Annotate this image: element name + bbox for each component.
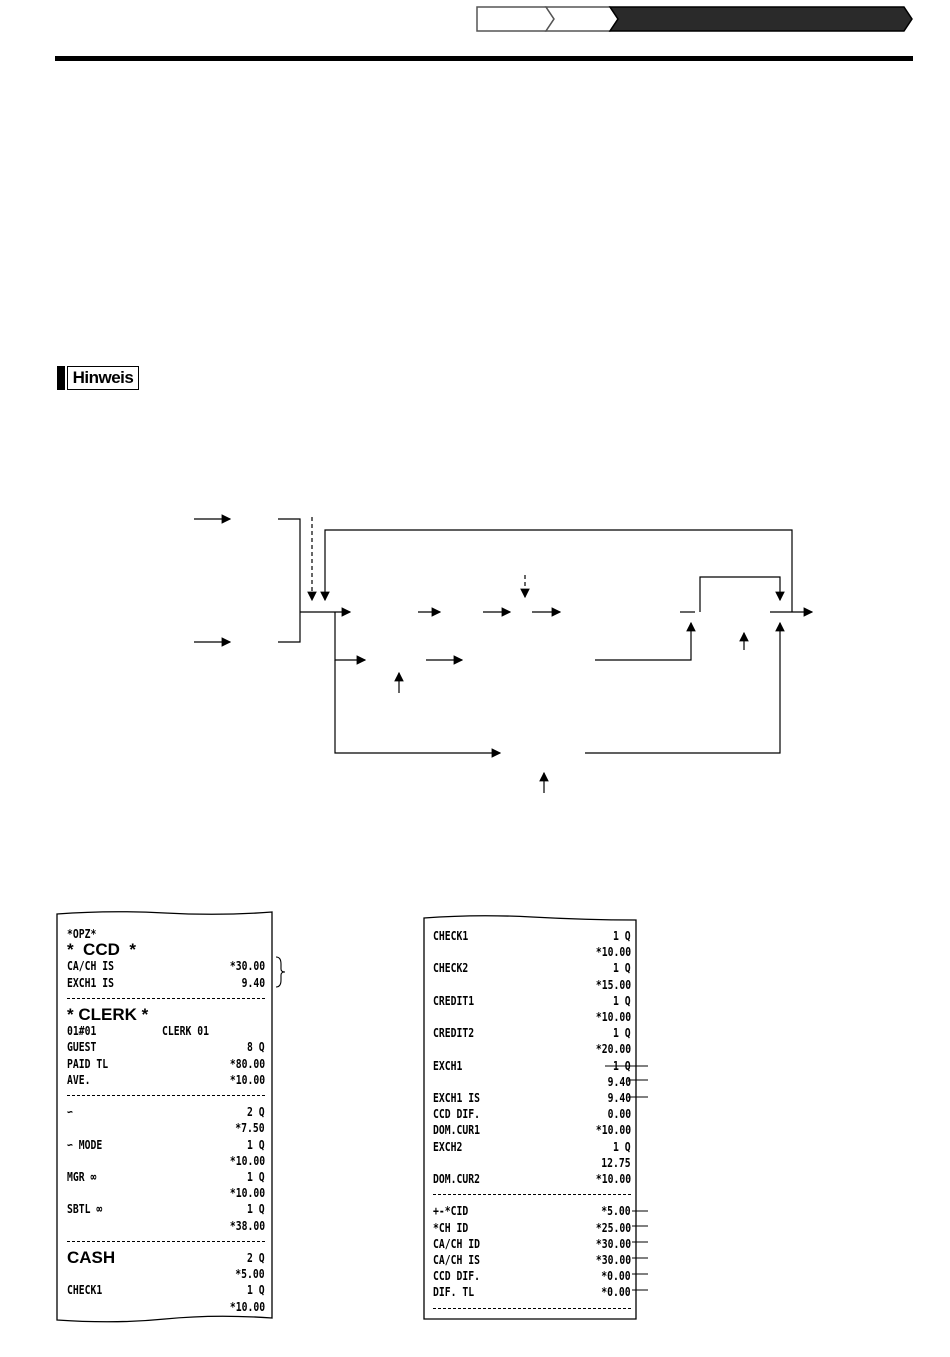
receipt-text: EXCH2 — [433, 1138, 463, 1154]
receipt-text: 9.40 — [607, 1090, 631, 1105]
receipt-text: ∽ MODE — [67, 1136, 103, 1152]
receipt-text: *7.50 — [235, 1120, 265, 1136]
receipt-text: DIF. TL — [433, 1284, 475, 1300]
receipt-text: PAID TL — [67, 1055, 109, 1071]
receipt-text: 1 Q — [613, 992, 631, 1008]
flow-diagram — [194, 514, 814, 793]
receipt-text: *38.00 — [229, 1217, 265, 1233]
receipt-text: 12.75 — [601, 1154, 631, 1170]
receipt-text: 0.00 — [607, 1106, 631, 1122]
receipt-text: 9.40 — [607, 1073, 631, 1089]
receipt-text: *10.00 — [595, 1009, 631, 1024]
receipt-text: CASH — [67, 1248, 116, 1267]
receipt-text: *10.00 — [229, 1185, 265, 1201]
receipt-text: CA/CH IS — [67, 958, 114, 974]
receipt-text: CCD DIF. — [433, 1268, 480, 1284]
top-rule — [55, 56, 913, 61]
callout-lines — [605, 1065, 648, 1291]
receipt-text: CREDIT2 — [433, 1025, 475, 1041]
receipt-text: 1 Q — [613, 960, 631, 976]
receipt-text: *10.00 — [229, 1298, 265, 1314]
receipt-text: GUEST — [67, 1039, 97, 1055]
receipt-text: *CH ID — [433, 1219, 469, 1235]
section-tab-strip — [476, 6, 913, 32]
receipt-text: *10.00 — [229, 1071, 265, 1087]
receipt-text: *OPZ* — [67, 926, 97, 941]
receipt-text: *10.00 — [229, 1152, 265, 1168]
receipt-text: 1 Q — [247, 1201, 265, 1217]
receipt-text: CHECK1 — [67, 1282, 103, 1298]
receipt-text: CA/CH ID — [433, 1235, 480, 1251]
receipt-paper-left — [56, 911, 273, 1323]
receipt-text: 1 Q — [247, 1136, 265, 1152]
receipt-text: DOM.CUR2 — [433, 1171, 480, 1186]
receipt-text: *0.00 — [601, 1284, 631, 1300]
receipt-text: 1 Q — [247, 1315, 265, 1318]
receipt-separator — [67, 1240, 265, 1242]
receipt-text: * CCD * — [67, 940, 136, 960]
receipt-text: +-*CID — [433, 1203, 469, 1219]
receipt-text: EXCH1 IS — [433, 1090, 480, 1105]
receipt-text: SBTL ∞ — [67, 1201, 103, 1217]
note-heading-bar — [57, 366, 65, 390]
receipt-text: *30.00 — [595, 1252, 631, 1267]
receipt-text: 1 Q — [613, 1138, 631, 1154]
receipt-text: *15.00 — [595, 976, 631, 992]
receipt-text: *10.00 — [595, 1171, 631, 1186]
note-label: Hinweis — [67, 366, 139, 390]
receipt-text: *20.00 — [595, 1041, 631, 1057]
receipt-text: *30.00 — [595, 1235, 631, 1251]
receipt-text: 1 Q — [613, 1025, 631, 1041]
receipt-text: CLERK 01 — [162, 1023, 209, 1039]
receipt-text: CHECK2 — [433, 960, 469, 976]
receipt-text: MGR ∞ — [67, 1169, 97, 1184]
receipt-paper-right — [423, 915, 637, 1320]
receipt-text: *10.00 — [595, 944, 631, 960]
receipt-text: CA/CH IS — [433, 1252, 480, 1267]
receipt-text: AVE. — [67, 1071, 91, 1087]
receipt-text: DOM.CUR1 — [433, 1122, 480, 1138]
receipt-text: *30.00 — [229, 958, 265, 974]
receipt-text: 8 Q — [247, 1039, 265, 1055]
receipt-text: 2 Q — [247, 1250, 265, 1265]
receipt-text: 1 Q — [247, 1282, 265, 1298]
note-heading: Hinweis — [57, 366, 139, 390]
receipt-separator — [67, 997, 265, 999]
receipt-text: 2 Q — [247, 1104, 265, 1120]
receipt-text: 1 Q — [613, 928, 631, 943]
receipt-text: *0.00 — [601, 1268, 631, 1284]
receipt-text: ∽ — [67, 1104, 73, 1120]
bracket — [275, 956, 286, 988]
receipt-text: CREDIT1 — [433, 992, 475, 1008]
receipt-text: CCD DIF. — [433, 1106, 480, 1122]
receipt-separator — [67, 1095, 265, 1096]
receipt-text: *25.00 — [595, 1219, 631, 1235]
receipt-text: * CLERK * — [67, 1005, 149, 1024]
receipt-separator — [433, 1307, 631, 1309]
receipt-text: *80.00 — [229, 1055, 265, 1071]
receipt-text: *10.00 — [595, 1122, 631, 1138]
receipt-text: CHECK1 — [433, 928, 469, 943]
receipt-separator — [433, 1194, 631, 1196]
receipt-text: 1 Q — [247, 1169, 265, 1184]
receipt-text: *5.00 — [235, 1266, 265, 1282]
receipt-text: 01#01 — [67, 1023, 97, 1039]
receipt-text: EXCH1 IS — [67, 974, 114, 990]
receipt-text: *5.00 — [601, 1203, 631, 1219]
receipt-text: EXCH1 — [433, 1057, 463, 1073]
receipt-text: 9.40 — [241, 974, 265, 990]
receipt-text: 1 Q — [613, 1057, 631, 1073]
